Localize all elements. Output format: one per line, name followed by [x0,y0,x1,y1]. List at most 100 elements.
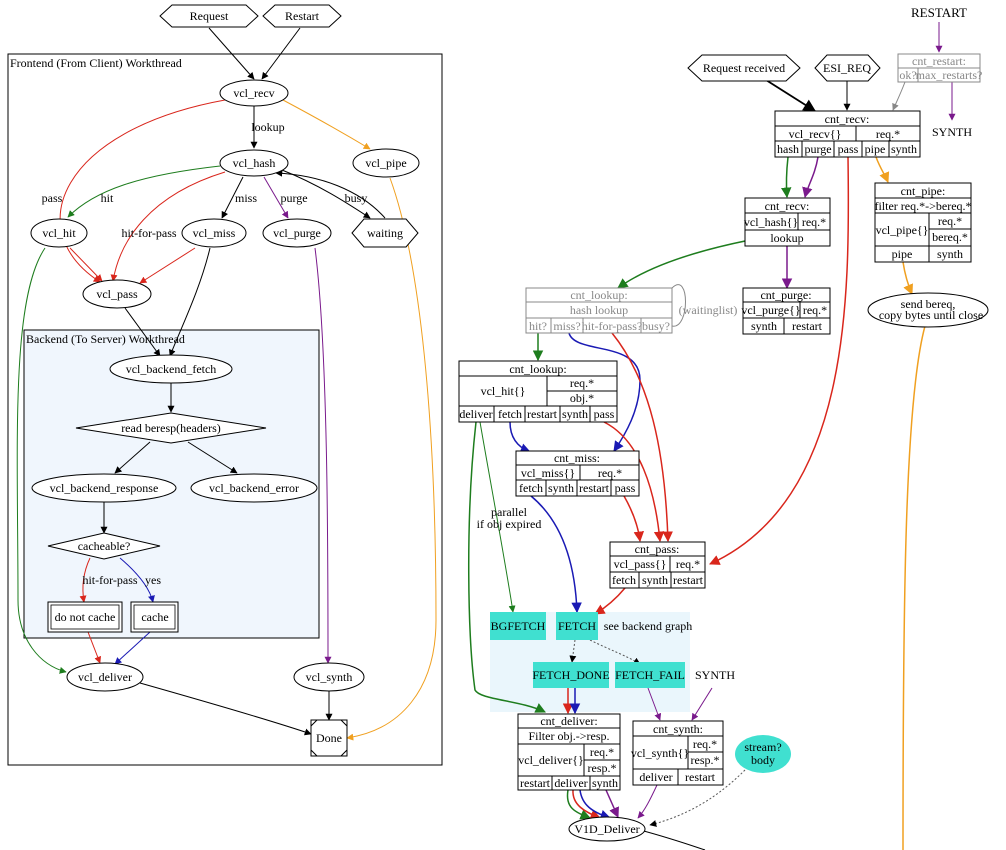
vcl-synth-node [293,662,365,692]
esi-req-node [814,54,881,82]
cnt-pipe-bereq: bereq.* [932,230,968,244]
vcl-backend-response-node [31,473,177,503]
cnt-hit-req: req.* [570,376,594,390]
cnt-deliver-resp: resp.* [588,761,617,775]
cnt-hit-fn: vcl_hit{} [481,384,526,398]
cnt-synth-fn: vcl_synth{} [631,746,689,760]
cnt-pipe-synth: synth [937,247,963,261]
edge-lookup-waitinglist [671,284,686,327]
cnt-pass-req: req.* [676,557,700,571]
edge-hash-hfp [110,171,226,282]
fetch-done-label: FETCH_DONE [532,668,609,682]
edge-label-hit-for-pass: hit-for-pass [121,226,176,240]
cache-label: cache [141,610,168,624]
cnt-pipe-pipe: pipe [892,247,913,261]
edge-miss-pass [139,247,196,284]
cnt-pass-fn: vcl_pass{} [614,557,667,571]
vcl-synth-label: vcl_synth [306,670,353,684]
cnt-recv-node: cnt_recv: vcl_recv{} req.* hash purge pa… [774,110,921,158]
fetch-fail-node [615,662,685,688]
cnt-lookup-miss: miss? [553,319,580,333]
edge-waiting-hash [275,169,386,219]
waiting-label: waiting [367,226,403,240]
backend-title: Backend (To Server) Workthread [26,332,185,346]
cnt-synth-resp: resp.* [691,753,720,767]
request-received-label: Request received [703,61,785,75]
fetch-done-node [533,662,609,688]
vcl-purge-node [262,218,332,248]
edge-pipe-send [902,261,913,295]
send-bereq-line2: copy bytes until close [879,308,983,322]
parallel-line2: if obj expired [477,517,542,531]
edge-label-purge: purge [280,191,307,205]
cnt-recv-hash: hash [777,142,799,156]
edge-nocache-deliver [87,631,101,664]
edge-deliver-v1d-red [572,789,601,820]
edge-hash-miss [221,176,244,219]
cnt-hit-fetch: fetch [498,407,522,421]
send-bereq-line1: send bereq, [901,297,956,311]
cnt-synth-node: cnt_synth: vcl_synth{} req.* resp.* deli… [631,720,724,786]
bgfetch-label: BGFETCH [491,619,546,633]
edge-hit-pass [69,247,103,282]
fetch-fail-label: FETCH_FAIL [615,668,685,682]
edge-deliver-v1d-purple [605,789,619,818]
cnt-lookup-hit: hit? [529,319,547,333]
edge-hash-hit [67,165,221,218]
stream-line1: stream? [744,740,781,754]
edge-lookup-hfp [611,332,673,543]
cnt-hit-restart: restart [527,407,558,421]
edge-cacheable-nocache [79,557,91,603]
cacheable-node [47,532,161,560]
cnt-synth-req: req.* [693,737,717,751]
vcl-deliver-node [66,662,144,692]
cnt-purge-fn: vcl_purge{} [741,303,800,317]
vcl-recv-label: vcl_recv [233,86,274,100]
edge-fail-synth [647,687,662,721]
request-received-node [687,54,801,82]
vcl-purge-label: vcl_purge [273,226,321,240]
vcl-miss-node [181,218,247,248]
edge-label-hit: hit [101,191,114,205]
cnt-miss-fn: vcl_miss{} [521,466,575,480]
edge-label-lookup: lookup [251,120,284,134]
vcl-backend-error-label: vcl_backend_error [209,481,299,495]
cnt-recv2-lookup: lookup [770,231,803,245]
synth-label: SYNTH [695,668,735,682]
edge-hit-deliver [467,421,546,713]
vcl-pipe-label: vcl_pipe [365,156,406,170]
restart-top-label: RESTART [911,5,967,20]
cnt-purge-node: cnt_purge: vcl_purge{} req.* synth resta… [741,287,831,335]
edge-pass-fetch [594,587,626,615]
vcl-recv-node [219,79,289,107]
edge-label-cache-yes: yes [145,573,161,587]
edge-hash-purge [263,176,289,219]
edge-recv-pass [709,156,850,565]
cnt-lookup-node: cnt_lookup: hash lookup hit? miss? hit-f… [525,287,673,334]
edge-pipe-done [346,177,437,741]
vcl-backend-fetch-node [109,354,233,384]
cnt-hit-deliver: deliver [459,407,492,421]
cnt-deliver-filter: Filter obj.->resp. [528,729,609,743]
cnt-restart-title: cnt_restart: [912,54,966,68]
edge-v1d-out [639,829,706,850]
done-node [310,719,348,757]
edge-read-error [187,441,238,474]
edge-hit-bgfetch [479,421,516,613]
cnt-synth-title: cnt_synth: [653,722,703,736]
edge-send-end [902,325,926,850]
vcl-hash-label: vcl_hash [233,156,276,170]
cnt-deliver-deliver: deliver [554,776,587,790]
edge-hit-pass [603,421,665,543]
cnt-miss-synth: synth [548,481,574,495]
cnt-miss-restart: restart [579,481,610,495]
synth-top-label: SYNTH [932,125,972,139]
edge-miss-pass [623,495,645,543]
vcl-backend-response-label: vcl_backend_response [50,481,159,495]
vcl-hash-node [219,149,289,177]
cnt-miss-title: cnt_miss: [554,451,600,465]
cnt-pass-fetch: fetch [612,573,636,587]
cnt-pass-node: cnt_pass: vcl_pass{} req.* fetch synth r… [609,541,706,589]
vcl-backend-fetch-label: vcl_backend_fetch [126,362,217,376]
vcl-deliver-label: vcl_deliver [78,670,132,684]
